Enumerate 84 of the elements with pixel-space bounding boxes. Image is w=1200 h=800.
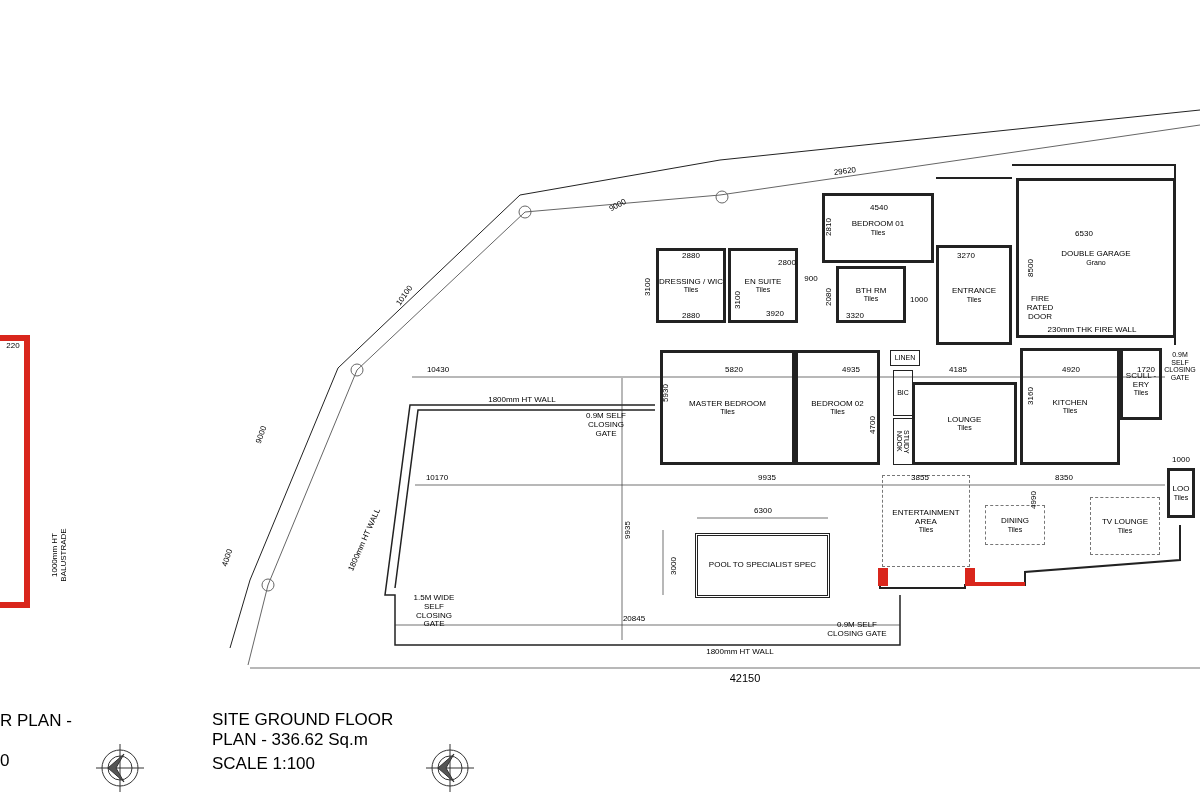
room-outline [936,245,1012,345]
plan-title: 0 [0,751,10,772]
dimension-value: 5930 [661,384,671,402]
room-outline [822,193,934,263]
dimension-value: 5820 [725,365,743,375]
dimension-value: 4540 [870,203,888,213]
dimension-value: 2880 [682,311,700,321]
room-name: POOL TO SPECIALIST SPEC [708,561,817,570]
room-outline [893,370,913,416]
dimension-value: 9935 [758,473,776,483]
plan-title: SITE GROUND FLOOR PLAN - 336.62 Sq.m [212,710,395,751]
room-outline [795,350,880,465]
room-name: ENTERTAINMENT AREA [891,509,961,526]
room-name: DOUBLE GARAGE [1061,250,1131,259]
dimension-value: 220 [6,341,20,351]
dimension-value: 3320 [846,311,864,321]
dimension-value: 1000 [1172,455,1190,465]
dimension-value: 4185 [949,365,967,375]
room-outline [1016,178,1176,338]
dimension-value: 900 [804,274,818,284]
room-outline [1167,468,1195,518]
dimension-value: 9000 [608,197,628,215]
room-name: BTH RM [855,286,887,296]
dimension-value: 8350 [1055,473,1073,483]
room-name: DRESSING / WIC [659,277,723,287]
dimension-value: 2080 [824,288,834,306]
dimension-value: 1000 [910,295,928,305]
dimension-value: 6300 [754,506,772,516]
annotation-note: 1000mm HT BALUSTRADE [51,527,69,584]
dimension-value: 10170 [425,473,449,483]
room-name: LOUNGE [947,415,982,425]
dimension-value: 20845 [622,614,646,624]
room-outline [1090,497,1160,555]
dimension-value: 4920 [1062,365,1080,375]
room-outline [656,248,726,323]
room-outline [728,248,798,323]
room-name: KITCHEN [1052,398,1088,408]
room-outline [1020,348,1120,465]
room-outline [660,350,795,465]
dimension-value: 3160 [1026,387,1036,405]
room-outline [882,475,970,567]
plan-title: SCALE 1:100 [212,754,315,775]
room-name: ENTRANCE [952,287,996,296]
dimension-value: 4000 [221,548,235,568]
dimension-value: 2810 [824,218,834,236]
annotation-note: 0.9M SELF CLOSING GATE [827,621,887,639]
dimension-value: 3855 [911,473,929,483]
dimension-value: 42150 [729,671,761,685]
annotation-note: 1800mm HT WALL [706,647,774,657]
dimension-value: 4935 [842,365,860,375]
room-outline [890,350,920,366]
dimension-value: 3000 [669,557,679,575]
dimension-value: 3100 [733,291,743,309]
room-name: MASTER BEDROOM [689,399,766,409]
annotation-note: 0.9M SELF CLOSING GATE [585,411,627,439]
room-name: DINING [1001,517,1029,526]
annotation-note: FIRE RATED DOOR [1025,294,1055,322]
dimension-value: 3270 [957,251,975,261]
plan-title: R PLAN - [0,711,72,732]
room-name: TV LOUNGE [1101,518,1149,527]
annotation-note: 230mm THK FIRE WALL [1047,325,1137,335]
pool-outline [695,533,830,598]
dimension-value: 9935 [623,521,633,539]
annotation-note: 1800mm HT WALL [488,395,556,405]
dimension-value: 29620 [833,166,857,178]
dimension-value: 8500 [1026,259,1036,277]
dimension-value: 3920 [766,309,784,319]
dimension-value: 6530 [1075,229,1093,239]
room-outline [912,382,1017,465]
room-outline [836,266,906,323]
room-name: EN SUITE [744,277,782,287]
room-name: BEDROOM 02 [811,399,864,409]
room-name: LOO [1172,485,1190,494]
room-outline [893,418,913,465]
room-name: SCULL -ERY [1124,372,1158,389]
dimension-value: 3100 [643,278,653,296]
dimension-value: 2880 [682,251,700,261]
annotation-note: 1.5M WIDE SELF CLOSING GATE [412,594,456,630]
room-name: BEDROOM 01 [851,220,905,229]
dimension-value: 9000 [254,425,270,445]
dimension-value: 10430 [426,365,450,375]
dimension-value: 4990 [1029,491,1039,509]
room-outline [1120,348,1162,420]
dimension-value: 4700 [868,416,878,434]
